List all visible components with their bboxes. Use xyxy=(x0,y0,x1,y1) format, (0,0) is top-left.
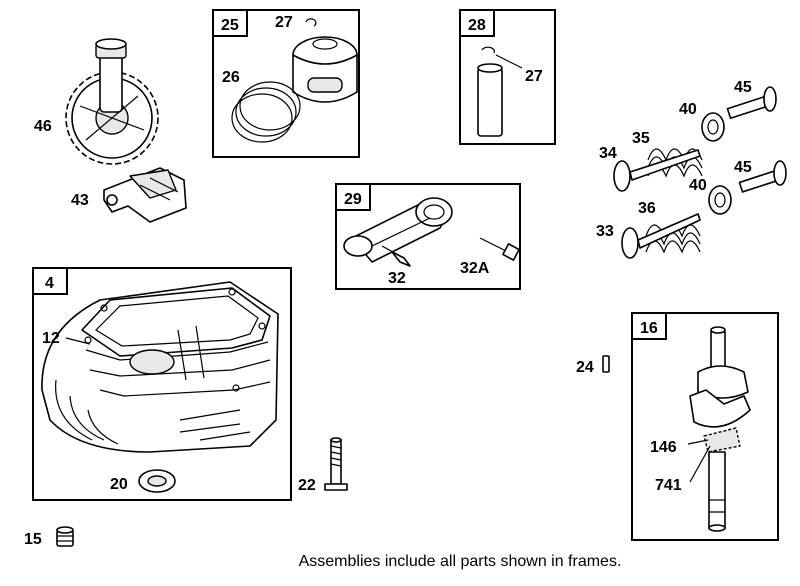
label-46-cam-gear: 46 xyxy=(34,118,52,135)
oil-seal-20 xyxy=(138,469,176,493)
label-32a-rod-bolt: 32A xyxy=(460,260,490,277)
piston-ring-set xyxy=(231,81,301,143)
label-741: 741 xyxy=(655,477,682,494)
label-45-upper: 45 xyxy=(734,79,752,96)
governor-bracket xyxy=(103,167,187,223)
frame-29: 29 xyxy=(335,183,521,290)
valve-retainer-40-lower xyxy=(708,185,732,215)
label-146-gear: 146 xyxy=(650,439,677,456)
label-45-lower: 45 xyxy=(734,159,752,176)
frame-28-tag: 28 xyxy=(468,17,486,34)
label-26-rings: 26 xyxy=(222,69,240,86)
connecting-rod-bolt xyxy=(381,245,411,267)
label-35: 35 xyxy=(632,130,650,147)
camshaft-gear xyxy=(65,38,159,165)
label-34: 34 xyxy=(599,145,617,162)
label-40-lower: 40 xyxy=(689,177,707,194)
label-15-plug: 15 xyxy=(24,531,42,548)
label-27-piston-clip: 27 xyxy=(275,14,293,31)
frame-29-tag: 29 xyxy=(344,191,362,208)
valve-tappet-45-upper xyxy=(726,86,777,120)
frame-28: 28 xyxy=(459,9,556,145)
frame-16-tag: 16 xyxy=(640,320,658,337)
valve-retainer-40-upper xyxy=(701,112,725,142)
frame-4-tag: 4 xyxy=(45,275,54,292)
label-40-upper: 40 xyxy=(679,101,697,118)
intake-valve-33 xyxy=(621,213,701,259)
frame-25-tag: 25 xyxy=(221,17,239,34)
label-12-gasket: 12 xyxy=(42,330,60,347)
crankshaft xyxy=(689,326,751,532)
piston xyxy=(292,36,358,103)
pin-retainer-clip xyxy=(481,46,495,54)
caption-text: Assemblies include all parts shown in fr… xyxy=(298,553,622,570)
label-22-bolt: 22 xyxy=(298,477,316,494)
frame-25: 25 xyxy=(212,9,360,158)
connecting-rod xyxy=(343,197,453,263)
crankshaft-key xyxy=(602,355,610,373)
label-24-key: 24 xyxy=(576,359,594,376)
connecting-rod-bolt-32a xyxy=(479,237,520,261)
piston-pin xyxy=(477,63,503,137)
label-27-pin-clip: 27 xyxy=(525,68,543,85)
valve-tappet-45-lower xyxy=(738,160,787,193)
caption: Assemblies include all parts shown in fr… xyxy=(0,553,800,571)
label-36: 36 xyxy=(638,200,656,217)
oil-drain-plug xyxy=(56,526,74,547)
crankcase xyxy=(41,281,279,453)
piston-pin-clip xyxy=(305,18,317,27)
label-33: 33 xyxy=(596,223,614,240)
frame-4: 4 xyxy=(32,267,292,501)
label-43-governor: 43 xyxy=(71,192,89,209)
crankcase-bolt xyxy=(324,437,348,491)
frame-16: 16 xyxy=(631,312,779,541)
label-20-oil-seal: 20 xyxy=(110,476,128,493)
exhaust-valve-34 xyxy=(613,149,701,192)
label-32-rod-bolt: 32 xyxy=(388,270,406,287)
